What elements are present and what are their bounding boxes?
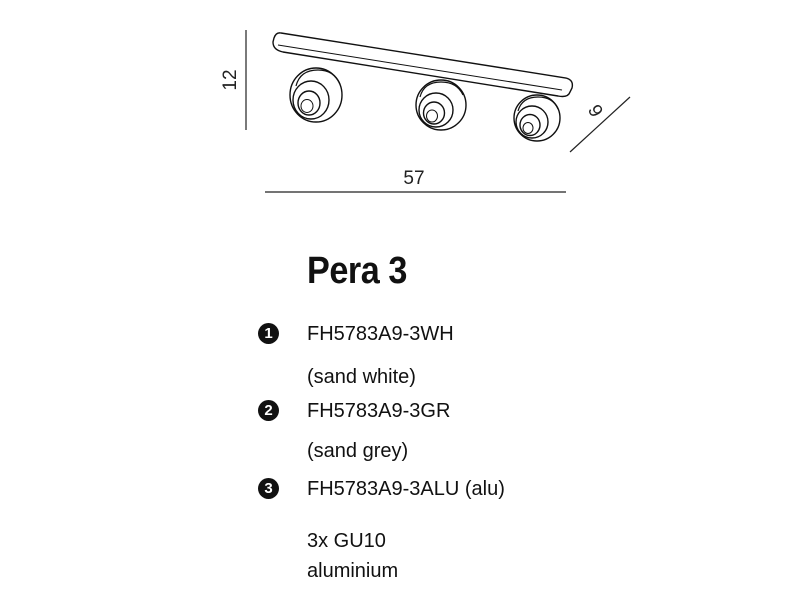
variant-code: FH5783A9-3GR xyxy=(307,400,451,422)
variant-3: 3 FH5783A9-3ALU (alu) xyxy=(258,478,678,508)
spotlight-head-2 xyxy=(415,79,467,131)
variant-code: FH5783A9-3ALU (alu) xyxy=(307,478,505,500)
width-dimension-label: 57 xyxy=(403,168,424,189)
product-title: Pera 3 xyxy=(307,250,407,292)
ceiling-spotlight-drawing xyxy=(272,32,574,142)
depth-dimension-line xyxy=(569,96,631,153)
mounting-rail xyxy=(272,32,574,98)
variant-1: 1 FH5783A9-3WH xyxy=(258,323,678,353)
material-spec: aluminium xyxy=(307,560,399,582)
variant-color: (sand grey) xyxy=(307,440,409,462)
variant-code: FH5783A9-3WH xyxy=(307,323,454,345)
variant-2: 2 FH5783A9-3GR xyxy=(258,400,678,430)
spotlight-head-1 xyxy=(289,67,343,123)
height-dimension-label: 12 xyxy=(220,69,241,90)
variant-color: (sand white) xyxy=(307,366,416,388)
numbered-circle-badge: 3 xyxy=(258,478,279,499)
depth-dimension-label: 9 xyxy=(583,101,606,121)
bulb-spec: 3x GU10 xyxy=(307,530,386,552)
spotlight-head-3 xyxy=(513,94,561,142)
numbered-circle-badge: 1 xyxy=(258,323,279,344)
product-technical-drawing: 12 57 9 xyxy=(220,30,631,193)
numbered-circle-badge: 2 xyxy=(258,400,279,421)
